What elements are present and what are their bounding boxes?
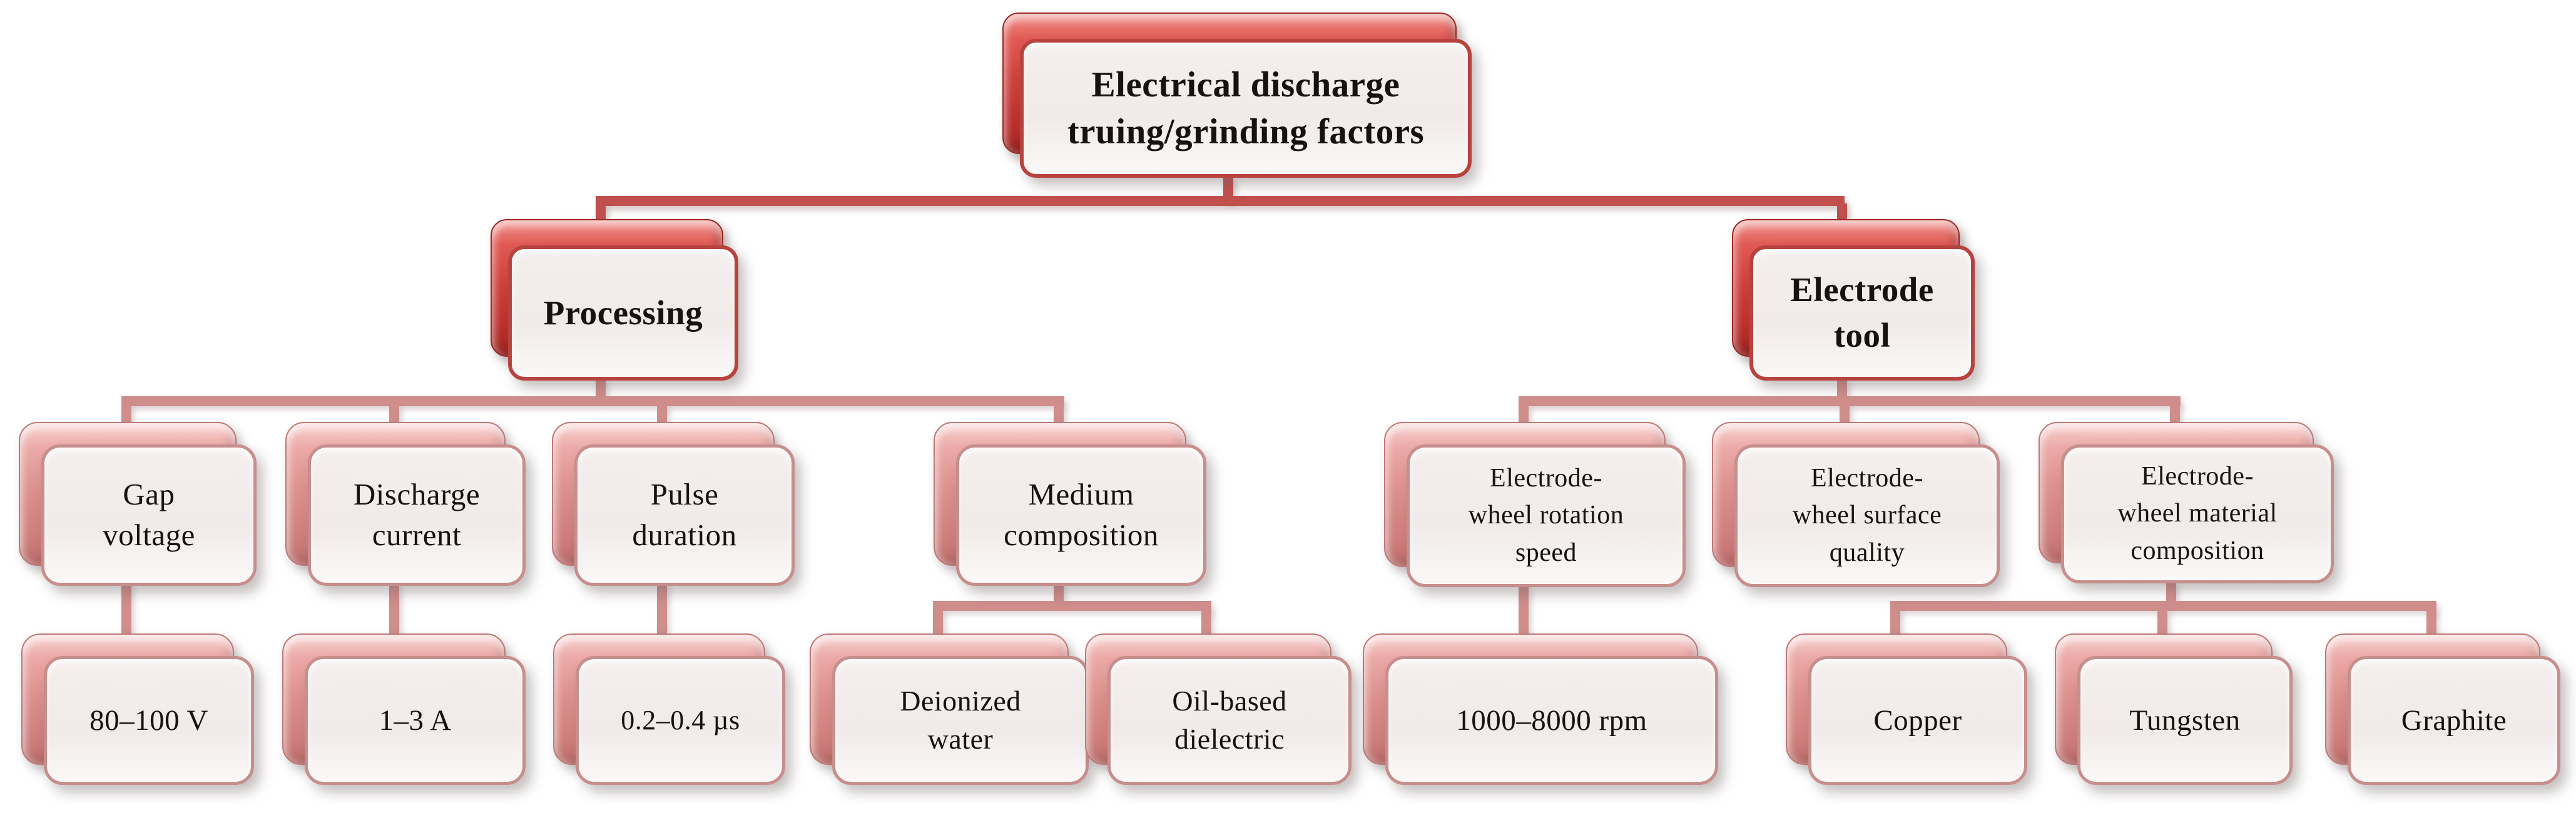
node-wheel-rotation-speed-label: Electrode- wheel rotation speed [1468,463,1624,567]
connector-gap-voltage-to-value [121,582,131,636]
node-root-label: Electrical discharge truing/grinding fac… [1067,64,1425,151]
connector-drop-oil-based [1201,608,1211,636]
connector-material-stub [2166,581,2176,603]
connector-processing-stub [596,378,606,399]
node-graphite-label: Graphite [2401,704,2507,737]
node-rotation-speed-value-label: 1000–8000 rpm [1456,704,1647,737]
node-discharge-current-value-label: 1–3 A [379,704,452,737]
connector-drop-deionized-water [933,608,943,636]
node-discharge-current: Discharge current [285,422,526,586]
node-medium-composition: Medium composition [934,422,1206,586]
node-discharge-current-faceplate: Discharge current [308,444,526,586]
node-gap-voltage-label: Gap voltage [103,477,195,552]
node-wheel-material-composition-label: Electrode- wheel material composition [2117,461,2278,565]
node-electrode-tool-faceplate: Electrode tool [1749,245,1975,381]
node-wheel-surface-quality: Electrode- wheel surface quality [1712,422,2000,587]
node-electrode-tool-label: Electrode tool [1790,270,1934,354]
node-root: Electrical discharge truing/grinding fac… [1002,13,1472,178]
node-medium-composition-label: Medium composition [1004,477,1159,552]
node-wheel-rotation-speed-faceplate: Electrode- wheel rotation speed [1407,444,1686,587]
connector-pulse-to-value [657,582,667,636]
node-copper-label: Copper [1873,704,1962,737]
node-pulse-duration-value-label: 0.2–0.4 µs [621,704,740,735]
connector-medium-children-bar [933,601,1211,611]
connector-discharge-to-value [389,582,399,636]
node-processing: Processing [491,219,738,381]
node-gap-voltage-value-faceplate: 80–100 V [44,656,254,785]
node-copper-faceplate: Copper [1808,656,2027,785]
node-gap-voltage-value: 80–100 V [21,633,254,785]
connector-drop-graphite [2426,608,2436,636]
node-pulse-duration-value-faceplate: 0.2–0.4 µs [576,656,785,785]
connector-level1-bar [596,196,1845,206]
connector-drop-tungsten [2157,608,2167,636]
node-oil-based-dielectric: Oil-based dielectric [1085,633,1352,785]
node-processing-label: Processing [543,293,703,332]
node-discharge-current-value-faceplate: 1–3 A [305,656,526,785]
connector-medium-stub [1054,582,1064,603]
node-root-faceplate: Electrical discharge truing/grinding fac… [1020,39,1472,178]
connector-electrode-children-bar [1519,396,2181,406]
node-pulse-duration-label: Pulse duration [632,477,737,552]
node-medium-composition-faceplate: Medium composition [956,444,1206,586]
node-tungsten: Tungsten [2055,633,2293,785]
node-graphite: Graphite [2325,633,2560,785]
node-gap-voltage: Gap voltage [19,422,257,586]
node-wheel-material-composition-faceplate: Electrode- wheel material composition [2061,444,2334,583]
node-deionized-water: Deionized water [810,633,1089,785]
node-deionized-water-label: Deionized water [900,685,1021,755]
node-rotation-speed-value-faceplate: 1000–8000 rpm [1385,656,1718,785]
node-copper: Copper [1786,633,2027,785]
node-oil-based-dielectric-label: Oil-based dielectric [1172,685,1287,755]
connector-drop-copper [1890,608,1900,636]
node-wheel-surface-quality-faceplate: Electrode- wheel surface quality [1734,444,2000,587]
node-discharge-current-label: Discharge current [353,477,481,552]
node-rotation-speed-value: 1000–8000 rpm [1363,633,1718,785]
connector-root-stub [1223,175,1233,200]
node-tungsten-faceplate: Tungsten [2077,656,2293,785]
connector-rotation-to-value [1519,585,1529,636]
node-discharge-current-value: 1–3 A [282,633,526,785]
node-wheel-surface-quality-label: Electrode- wheel surface quality [1792,463,1942,567]
node-pulse-duration: Pulse duration [552,422,795,586]
node-oil-based-dielectric-faceplate: Oil-based dielectric [1107,656,1352,785]
node-gap-voltage-faceplate: Gap voltage [41,444,257,586]
node-pulse-duration-value: 0.2–0.4 µs [553,633,785,785]
node-wheel-rotation-speed: Electrode- wheel rotation speed [1384,422,1686,587]
node-deionized-water-faceplate: Deionized water [832,656,1089,785]
connector-material-children-bar [1890,601,2436,611]
connector-electrode-stub [1837,378,1847,399]
node-tungsten-label: Tungsten [2129,704,2241,737]
node-gap-voltage-value-label: 80–100 V [89,704,208,737]
node-graphite-faceplate: Graphite [2348,656,2560,785]
node-wheel-material-composition: Electrode- wheel material composition [2039,422,2334,583]
node-processing-faceplate: Processing [508,245,738,381]
connector-processing-children-bar [121,396,1064,406]
node-pulse-duration-faceplate: Pulse duration [574,444,795,586]
node-electrode-tool: Electrode tool [1732,219,1975,381]
